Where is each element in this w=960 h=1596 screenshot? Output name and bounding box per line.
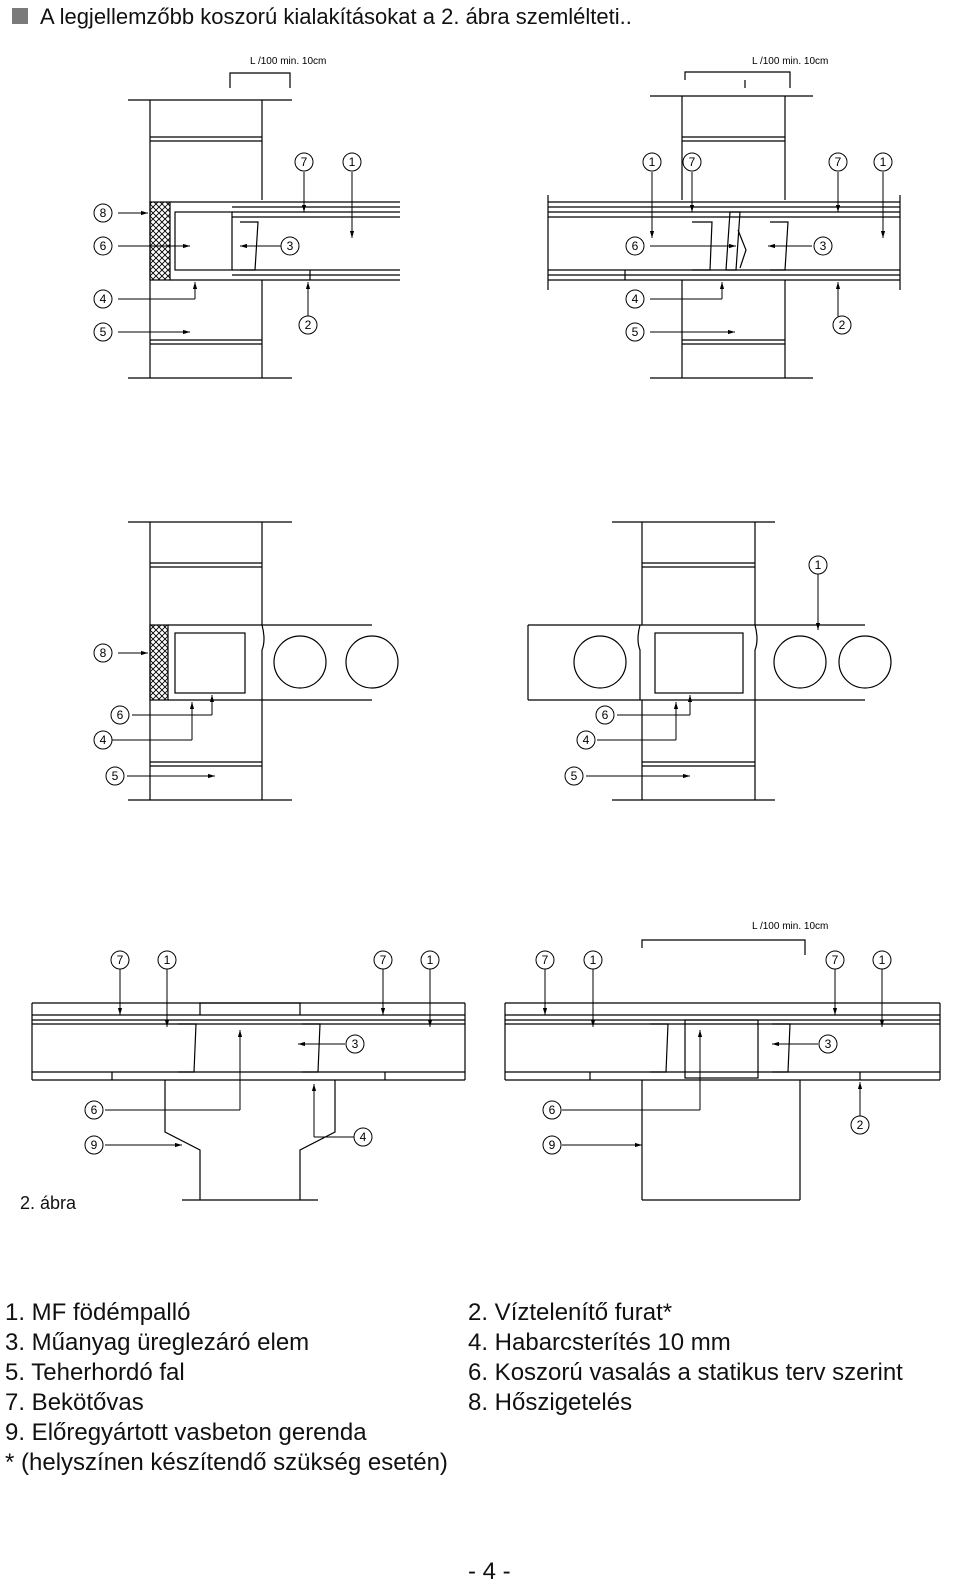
svg-text:1: 1: [880, 155, 887, 169]
svg-text:6: 6: [117, 708, 124, 722]
legend-item: 1. MF födémpalló: [5, 1299, 191, 1326]
dimension-label: L /100 min. 10cm: [250, 56, 326, 67]
dimension-label: L /100 min. 10cm: [752, 56, 828, 67]
figure-label: 2. ábra: [20, 1193, 77, 1213]
legend-item: 5. Teherhordó fal: [5, 1359, 185, 1386]
legend-right: 2. Víztelenítő furat* 4. Habarcsterítés …: [468, 1298, 903, 1418]
svg-text:2: 2: [857, 1118, 864, 1132]
svg-text:4: 4: [583, 733, 590, 747]
legend-item: * (helyszínen készítendő szükség esetén): [5, 1449, 448, 1476]
leader-arrows: [105, 172, 886, 1148]
callout-numbers: 8 6 4 5 7 1 3 2 1 7 7 1 6 3 4 5 2 8 6 4 5 1 6 4 5 7 1…: [91, 155, 887, 1152]
legend-item: 9. Előregyártott vasbeton gerenda: [5, 1419, 367, 1446]
svg-text:6: 6: [549, 1103, 556, 1117]
legend-item: 3. Műanyag üreglezáró elem: [5, 1329, 310, 1356]
svg-text:2: 2: [839, 318, 846, 332]
legend-item: 8. Hőszigetelés: [468, 1389, 633, 1416]
svg-text:6: 6: [91, 1103, 98, 1117]
detail-6-ring-beam-on-wall: [504, 939, 941, 1201]
svg-text:4: 4: [100, 292, 107, 306]
detail-4-hollow-core-middle: [527, 521, 892, 801]
detail-1-end-support: [128, 72, 400, 379]
detail-5-precast-beam: [31, 1002, 466, 1201]
svg-text:6: 6: [602, 708, 609, 722]
svg-text:5: 5: [632, 325, 639, 339]
svg-text:6: 6: [632, 239, 639, 253]
svg-text:2: 2: [305, 318, 312, 332]
svg-text:3: 3: [287, 239, 294, 253]
svg-text:5: 5: [100, 325, 107, 339]
legend-item: 4. Habarcsterítés 10 mm: [468, 1329, 731, 1356]
svg-text:3: 3: [820, 239, 827, 253]
svg-text:7: 7: [301, 155, 308, 169]
svg-text:5: 5: [571, 769, 578, 783]
svg-text:1: 1: [649, 155, 656, 169]
legend-item: 7. Bekötővas: [5, 1389, 144, 1416]
svg-text:7: 7: [542, 953, 549, 967]
bullet-square-icon: [12, 8, 28, 24]
svg-text:3: 3: [825, 1037, 832, 1051]
svg-text:7: 7: [117, 953, 124, 967]
svg-text:7: 7: [832, 953, 839, 967]
svg-text:8: 8: [100, 646, 107, 660]
callout-circles: [84, 152, 893, 1155]
svg-text:6: 6: [100, 239, 107, 253]
detail-3-hollow-core-end: [128, 521, 399, 801]
svg-text:9: 9: [549, 1138, 556, 1152]
svg-text:1: 1: [164, 953, 171, 967]
svg-text:4: 4: [632, 292, 639, 306]
page-number: - 4 -: [468, 1558, 511, 1585]
legend-item: 6. Koszorú vasalás a statikus terv szeri…: [468, 1359, 903, 1386]
svg-text:1: 1: [815, 558, 822, 572]
svg-text:1: 1: [879, 953, 886, 967]
svg-text:7: 7: [689, 155, 696, 169]
svg-text:9: 9: [91, 1138, 98, 1152]
svg-text:7: 7: [835, 155, 842, 169]
svg-text:7: 7: [380, 953, 387, 967]
svg-text:1: 1: [427, 953, 434, 967]
dimension-label: L /100 min. 10cm: [752, 921, 828, 932]
svg-text:4: 4: [360, 1130, 367, 1144]
svg-text:8: 8: [100, 206, 107, 220]
svg-text:1: 1: [590, 953, 597, 967]
legend-left: 1. MF födémpalló 3. Műanyag üreglezáró e…: [5, 1298, 448, 1478]
svg-text:1: 1: [349, 155, 356, 169]
legend-item: 2. Víztelenítő furat*: [468, 1299, 673, 1326]
detail-2-middle-support: [547, 71, 901, 379]
svg-text:4: 4: [100, 733, 107, 747]
svg-text:5: 5: [112, 769, 119, 783]
svg-text:3: 3: [352, 1037, 359, 1051]
page-heading: A legjellemzőbb koszorú kialakításokat a…: [40, 4, 632, 29]
